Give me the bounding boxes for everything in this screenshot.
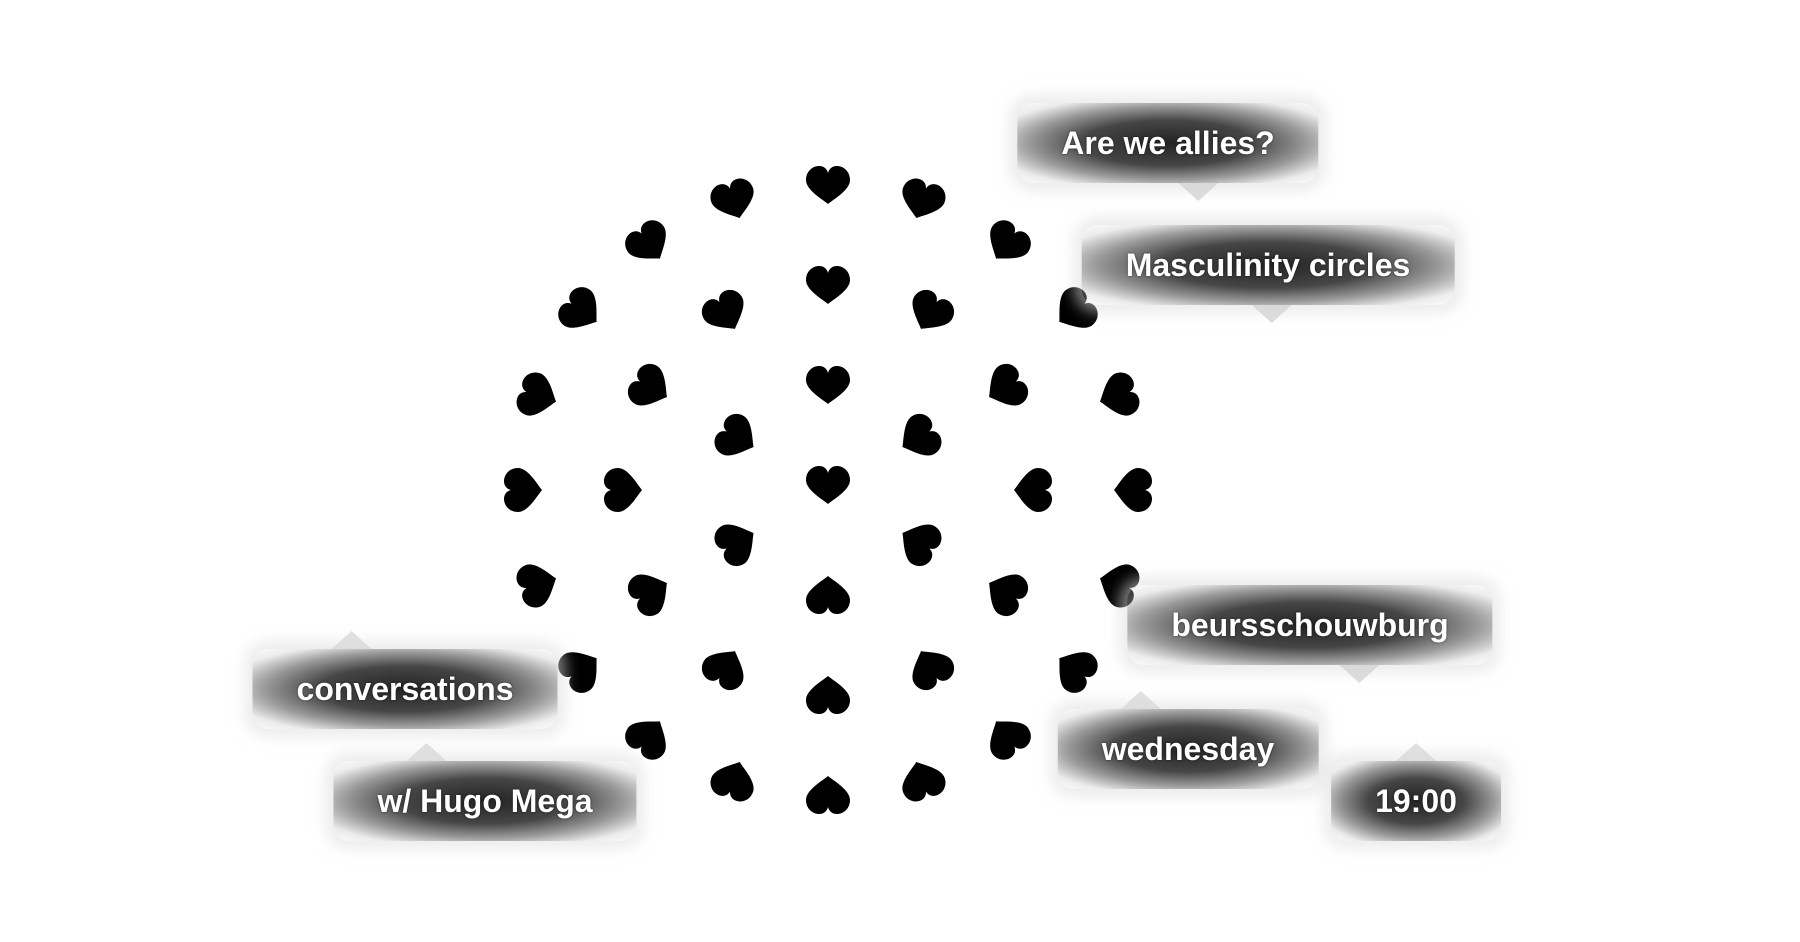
heart-icon bbox=[552, 640, 610, 699]
heart-icon bbox=[895, 755, 950, 805]
heart-icon bbox=[619, 214, 678, 272]
speech-bubble-venue: beursschouwburg bbox=[1127, 585, 1493, 683]
heart-icon bbox=[806, 366, 850, 404]
heart-icon bbox=[623, 563, 678, 622]
bubble-text-host: w/ Hugo Mega bbox=[377, 783, 593, 819]
heart-icon bbox=[891, 408, 947, 467]
bubble-text-time: 19:00 bbox=[1375, 783, 1457, 819]
heart-icon bbox=[895, 175, 950, 225]
heart-icon bbox=[901, 640, 960, 695]
heart-icon bbox=[604, 468, 642, 512]
heart-icon bbox=[806, 576, 850, 614]
bubble-text-day: wednesday bbox=[1101, 731, 1275, 767]
heart-icon bbox=[696, 285, 755, 340]
heart-icon bbox=[513, 557, 563, 612]
heart-icon bbox=[1114, 468, 1152, 512]
heart-icon bbox=[513, 368, 563, 423]
heart-icon bbox=[706, 175, 761, 225]
heart-icon bbox=[806, 166, 850, 204]
heart-icon bbox=[1093, 368, 1143, 423]
bubble-text-masculinity: Masculinity circles bbox=[1125, 247, 1411, 283]
heart-icon bbox=[978, 708, 1037, 766]
heart-icon bbox=[709, 408, 765, 467]
bubble-text-allies: Are we allies? bbox=[1061, 125, 1275, 161]
heart-icon bbox=[619, 708, 678, 766]
heart-icon bbox=[806, 776, 850, 814]
speech-bubble-conversations: conversations bbox=[252, 631, 558, 729]
heart-icon bbox=[901, 285, 960, 340]
bubble-text-conversations: conversations bbox=[296, 671, 514, 707]
speech-bubble-host: w/ Hugo Mega bbox=[333, 743, 637, 841]
heart-icon bbox=[806, 466, 850, 504]
heart-icon bbox=[806, 266, 850, 304]
heart-icon bbox=[504, 468, 542, 512]
heart-icon bbox=[891, 513, 947, 572]
speech-bubble-day: wednesday bbox=[1057, 691, 1319, 789]
heart-icon bbox=[978, 563, 1033, 622]
heart-icon bbox=[706, 755, 761, 805]
speech-bubble-time: 19:00 bbox=[1331, 743, 1501, 841]
heart-icon bbox=[1014, 468, 1052, 512]
bubble-text-venue: beursschouwburg bbox=[1171, 607, 1449, 643]
heart-icon bbox=[978, 358, 1033, 417]
heart-icon bbox=[1046, 640, 1104, 699]
speech-bubble-allies: Are we allies? bbox=[1017, 103, 1319, 201]
speech-bubble-masculinity: Masculinity circles bbox=[1081, 225, 1455, 323]
heart-icon bbox=[552, 281, 610, 340]
heart-icon bbox=[696, 640, 755, 695]
heart-icon bbox=[709, 513, 765, 572]
heart-icon bbox=[806, 676, 850, 714]
heart-icon bbox=[978, 214, 1037, 272]
heart-icon bbox=[623, 358, 678, 417]
